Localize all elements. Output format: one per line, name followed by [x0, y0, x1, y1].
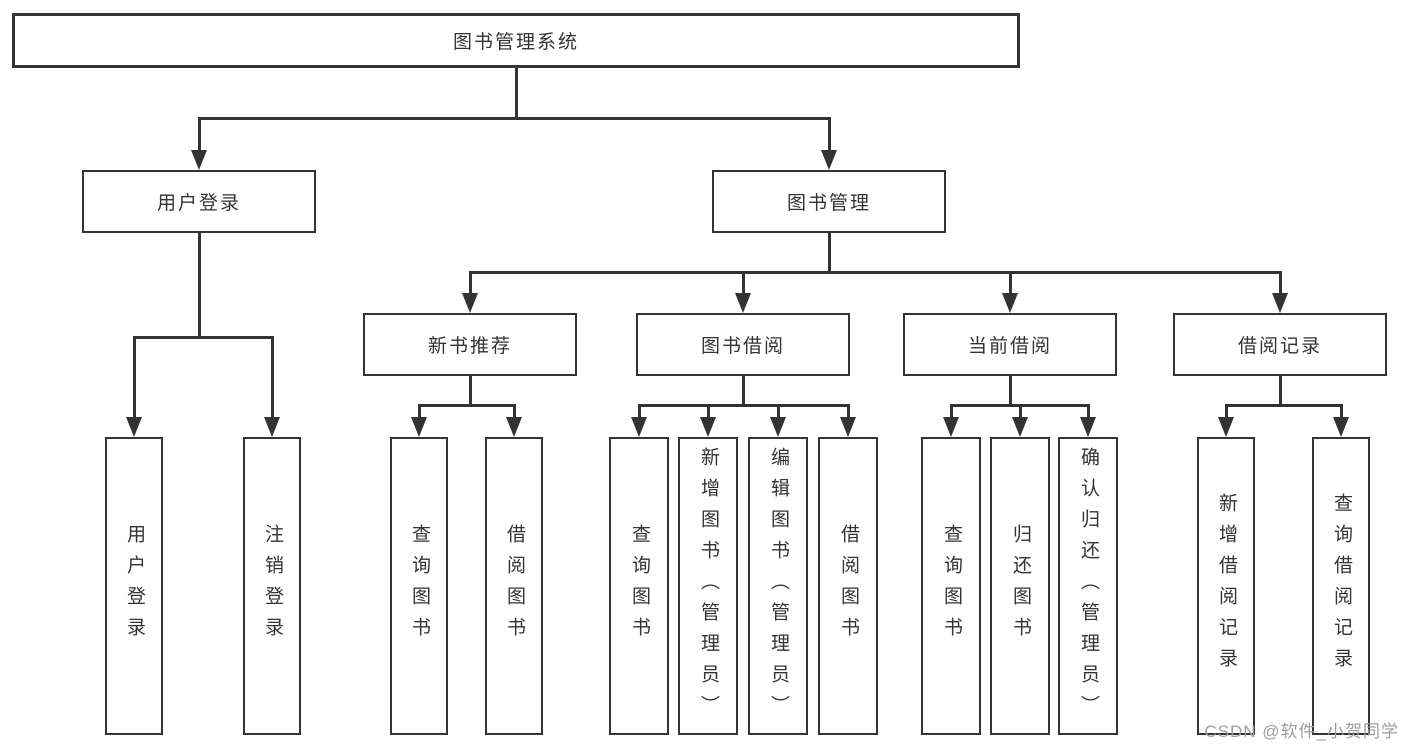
leaf-query-borrow-record-label: 查询借阅记录: [1330, 493, 1352, 679]
connector-to-borrowing-records: [1279, 271, 1282, 295]
connector-to-current-borrowing: [1009, 271, 1012, 295]
arrowhead-book-borrowing: [735, 293, 751, 313]
connector-new-book-recommend-stem: [469, 376, 472, 406]
connector-to-add-borrow-record: [1225, 404, 1228, 419]
arrowhead-confirm-return-admin: [1080, 417, 1096, 437]
leaf-logout: 注销登录: [243, 437, 301, 735]
connector-book-borrowing-stem: [742, 376, 745, 406]
connector-borrowing-records-stem: [1279, 376, 1282, 406]
arrowhead-query-books-current: [943, 417, 959, 437]
connector-to-confirm-return-admin: [1087, 404, 1090, 419]
arrowhead-return-books: [1012, 417, 1028, 437]
arrowhead-current-borrowing: [1002, 293, 1018, 313]
node-new-book-recommend: 新书推荐: [363, 313, 577, 376]
connector-book-borrowing-crossbar: [638, 404, 850, 407]
leaf-borrow-books-recommend: 借阅图书: [485, 437, 543, 735]
arrowhead-leaf-user-login: [126, 417, 142, 437]
connector-to-query-books-current: [950, 404, 953, 419]
arrowhead-add-borrow-record: [1218, 417, 1234, 437]
arrowhead-borrow-books-recommend: [506, 417, 522, 437]
leaf-logout-label: 注销登录: [261, 524, 283, 648]
connector-to-new-book-recommend: [469, 271, 472, 295]
connector-to-book-borrowing: [742, 271, 745, 295]
connector-to-return-books: [1019, 404, 1022, 419]
leaf-edit-book-admin: 编辑图书（管理员）: [748, 437, 808, 735]
arrowhead-leaf-logout: [264, 417, 280, 437]
connector-root-to-user-login: [198, 117, 201, 152]
node-current-borrowing-label: 当前借阅: [967, 336, 1052, 357]
leaf-query-books-borrowing: 查询图书: [609, 437, 669, 735]
leaf-borrow-books-borrowing: 借阅图书: [818, 437, 878, 735]
leaf-query-books-current-label: 查询图书: [940, 524, 962, 648]
connector-borrowing-records-crossbar: [1225, 404, 1343, 407]
leaf-borrow-books-borrowing-label: 借阅图书: [837, 524, 859, 648]
leaf-user-login: 用户登录: [105, 437, 163, 735]
arrowhead-user-login: [191, 150, 207, 170]
connector-to-add-book-admin: [707, 404, 710, 419]
connector-root-crossbar: [198, 117, 831, 120]
leaf-edit-book-admin-label: 编辑图书（管理员）: [767, 446, 789, 726]
csdn-watermark: CSDN @软件_小贺同学: [1204, 722, 1399, 741]
leaf-add-borrow-record-label: 新增借阅记录: [1215, 493, 1237, 679]
connector-book-management-stem: [828, 233, 831, 274]
node-borrowing-records: 借阅记录: [1173, 313, 1387, 376]
leaf-query-books-recommend-label: 查询图书: [408, 524, 430, 648]
arrowhead-borrowing-records: [1272, 293, 1288, 313]
connector-to-query-books-borrowing: [638, 404, 641, 419]
connector-to-query-borrow-record: [1340, 404, 1343, 419]
connector-to-edit-book-admin: [777, 404, 780, 419]
leaf-add-book-admin-label: 新增图书（管理员）: [697, 446, 719, 726]
leaf-confirm-return-admin-label: 确认归还（管理员）: [1077, 446, 1099, 726]
leaf-user-login-label: 用户登录: [123, 524, 145, 648]
leaf-add-book-admin: 新增图书（管理员）: [678, 437, 738, 735]
arrowhead-edit-book-admin: [770, 417, 786, 437]
leaf-query-books-borrowing-label: 查询图书: [628, 524, 650, 648]
node-user-login: 用户登录: [82, 170, 316, 233]
connector-book-management-crossbar: [469, 271, 1282, 274]
node-new-book-recommend-label: 新书推荐: [427, 336, 512, 357]
leaf-query-books-recommend: 查询图书: [390, 437, 448, 735]
leaf-return-books: 归还图书: [990, 437, 1050, 735]
arrowhead-query-books-borrowing: [631, 417, 647, 437]
connector-current-borrowing-stem: [1009, 376, 1012, 406]
connector-root-stem: [515, 68, 518, 118]
arrowhead-query-borrow-record: [1333, 417, 1349, 437]
leaf-confirm-return-admin: 确认归还（管理员）: [1058, 437, 1118, 735]
node-book-borrowing: 图书借阅: [636, 313, 850, 376]
connector-user-login-crossbar: [133, 336, 274, 339]
connector-to-leaf-user-login: [133, 336, 136, 420]
arrowhead-new-book-recommend: [462, 293, 478, 313]
leaf-borrow-books-recommend-label: 借阅图书: [503, 524, 525, 648]
arrowhead-book-management: [821, 150, 837, 170]
leaf-add-borrow-record: 新增借阅记录: [1197, 437, 1255, 735]
leaf-query-books-current: 查询图书: [921, 437, 981, 735]
connector-root-to-book-management: [828, 117, 831, 152]
arrowhead-add-book-admin: [700, 417, 716, 437]
connector-to-query-books-recommend: [418, 404, 421, 419]
node-user-login-label: 用户登录: [156, 193, 241, 214]
connector-new-book-recommend-crossbar: [418, 404, 516, 407]
connector-to-leaf-logout: [271, 336, 274, 420]
connector-to-borrow-books-borrowing: [847, 404, 850, 419]
node-current-borrowing: 当前借阅: [903, 313, 1117, 376]
node-root-label: 图书管理系统: [452, 32, 579, 53]
leaf-return-books-label: 归还图书: [1009, 524, 1031, 648]
arrowhead-query-books-recommend: [411, 417, 427, 437]
leaf-query-borrow-record: 查询借阅记录: [1312, 437, 1370, 735]
connector-to-borrow-books-recommend: [513, 404, 516, 419]
node-borrowing-records-label: 借阅记录: [1237, 336, 1322, 357]
arrowhead-borrow-books-borrowing: [840, 417, 856, 437]
node-book-management: 图书管理: [712, 170, 946, 233]
connector-user-login-stem: [198, 233, 201, 338]
node-book-borrowing-label: 图书借阅: [700, 336, 785, 357]
node-root: 图书管理系统: [12, 13, 1020, 68]
node-book-management-label: 图书管理: [786, 193, 871, 214]
